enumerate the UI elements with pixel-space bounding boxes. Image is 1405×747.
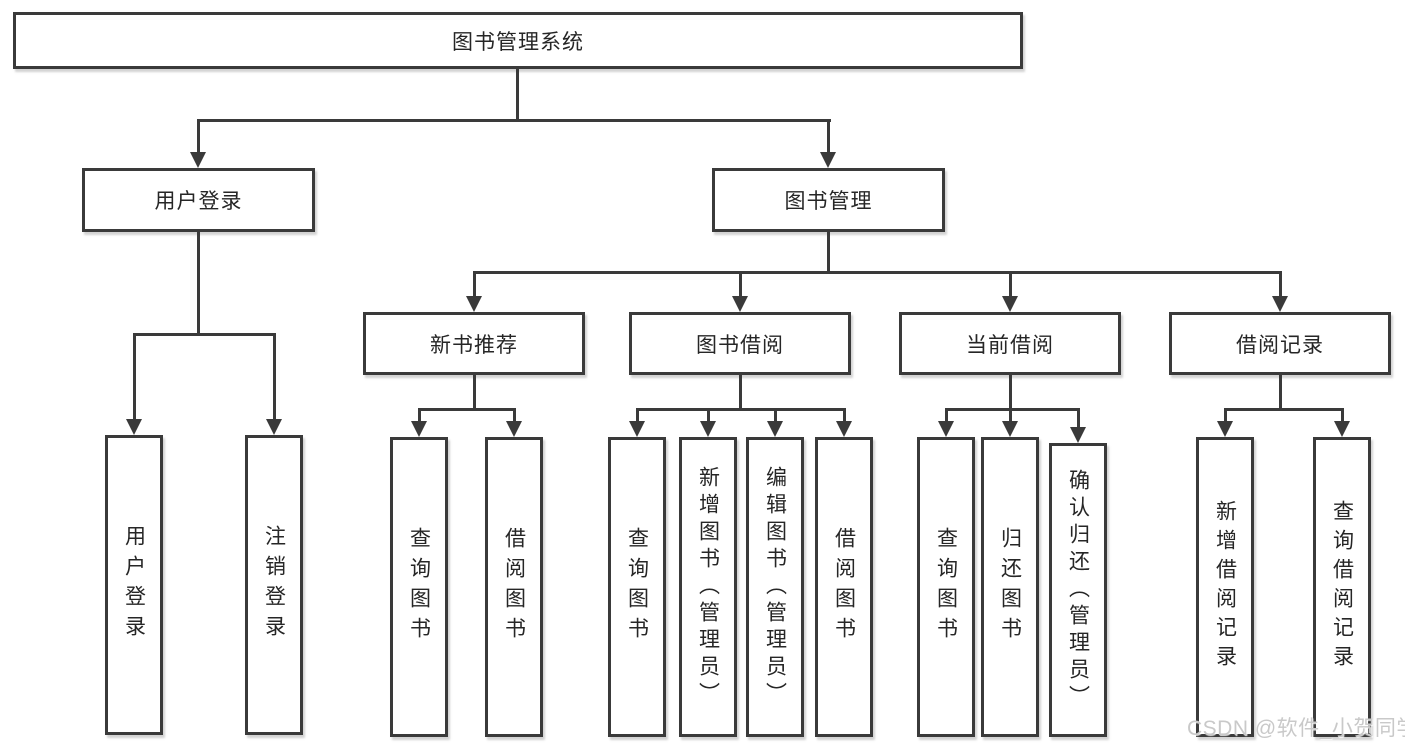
connector-line	[197, 119, 831, 122]
leaf-add-borrow-record-label: 新增借阅记录	[1213, 500, 1237, 674]
node-borrow-record: 借阅记录	[1169, 312, 1391, 375]
connector-line	[1077, 408, 1080, 429]
node-book-borrow-label: 图书借阅	[696, 333, 784, 357]
leaf-user-login-label: 用户登录	[122, 525, 146, 645]
connector-line	[197, 119, 200, 154]
connector-line	[513, 408, 516, 423]
arrow-down-icon	[767, 421, 783, 437]
arrow-down-icon	[266, 419, 282, 435]
node-book-management: 图书管理	[712, 168, 945, 232]
connector-line	[774, 408, 777, 423]
connector-line	[1224, 408, 1344, 411]
connector-line	[739, 375, 742, 409]
leaf-add-book-admin: 新增图书（管理员）	[679, 437, 737, 737]
leaf-query-books-2: 查询图书	[608, 437, 666, 737]
connector-line	[1279, 271, 1282, 298]
leaf-return-book-label: 归还图书	[998, 527, 1022, 647]
node-new-book-recommend-label: 新书推荐	[430, 333, 518, 357]
arrow-down-icon	[1334, 421, 1350, 437]
leaf-borrow-books-2-label: 借阅图书	[832, 527, 856, 647]
arrow-down-icon	[1272, 296, 1288, 312]
arrow-down-icon	[820, 152, 836, 168]
connector-line	[1009, 408, 1012, 423]
connector-line	[636, 408, 845, 411]
arrow-down-icon	[1002, 296, 1018, 312]
leaf-add-borrow-record: 新增借阅记录	[1196, 437, 1254, 737]
node-user-login: 用户登录	[82, 168, 315, 232]
arrow-down-icon	[506, 421, 522, 437]
connector-line	[473, 271, 476, 298]
leaf-confirm-return-admin-label: 确认归还（管理员）	[1066, 468, 1090, 712]
connector-line	[636, 408, 639, 423]
leaf-query-borrow-record: 查询借阅记录	[1313, 437, 1371, 737]
csdn-watermark: CSDN @软件_小贺同学	[1187, 717, 1405, 740]
connector-line	[1009, 375, 1012, 409]
node-new-book-recommend: 新书推荐	[363, 312, 585, 375]
node-book-borrow: 图书借阅	[629, 312, 851, 375]
connector-line	[843, 408, 846, 423]
arrow-down-icon	[700, 421, 716, 437]
leaf-edit-book-admin-label: 编辑图书（管理员）	[763, 465, 787, 709]
leaf-query-books-1: 查询图书	[390, 437, 448, 737]
connector-line	[133, 333, 276, 336]
leaf-edit-book-admin: 编辑图书（管理员）	[746, 437, 804, 737]
arrow-down-icon	[1070, 427, 1086, 443]
connector-line	[516, 67, 519, 120]
connector-line	[1341, 408, 1344, 423]
arrow-down-icon	[732, 296, 748, 312]
arrow-down-icon	[466, 296, 482, 312]
connector-line	[197, 230, 200, 334]
connector-line	[273, 333, 276, 420]
node-book-management-label: 图书管理	[784, 190, 873, 213]
arrow-down-icon	[126, 419, 142, 435]
connector-line	[133, 333, 136, 420]
arrow-down-icon	[629, 421, 645, 437]
leaf-confirm-return-admin: 确认归还（管理员）	[1049, 443, 1107, 737]
leaf-borrow-books-2: 借阅图书	[815, 437, 873, 737]
leaf-query-books-3-label: 查询图书	[934, 527, 958, 647]
arrow-down-icon	[190, 152, 206, 168]
leaf-return-book: 归还图书	[981, 437, 1039, 737]
connector-line	[827, 119, 830, 154]
node-root-system: 图书管理系统	[13, 12, 1023, 69]
leaf-query-books-3: 查询图书	[917, 437, 975, 737]
connector-line	[418, 408, 421, 423]
arrow-down-icon	[836, 421, 852, 437]
connector-line	[418, 408, 516, 411]
leaf-borrow-books-1: 借阅图书	[485, 437, 543, 737]
connector-line	[707, 408, 710, 423]
leaf-query-books-2-label: 查询图书	[625, 527, 649, 647]
connector-line	[1279, 375, 1282, 409]
connector-line	[739, 271, 742, 298]
connector-line	[945, 408, 948, 423]
connector-line	[473, 375, 476, 409]
arrow-down-icon	[411, 421, 427, 437]
leaf-user-login: 用户登录	[105, 435, 163, 735]
connector-line	[473, 271, 1281, 274]
leaf-query-borrow-record-label: 查询借阅记录	[1330, 500, 1354, 674]
connector-line	[827, 232, 830, 273]
node-current-borrow-label: 当前借阅	[966, 333, 1054, 357]
connector-line	[1224, 408, 1227, 423]
leaf-query-books-1-label: 查询图书	[407, 527, 431, 647]
node-current-borrow: 当前借阅	[899, 312, 1121, 375]
node-user-login-label: 用户登录	[154, 190, 243, 213]
node-root-label: 图书管理系统	[452, 30, 584, 54]
leaf-logout: 注销登录	[245, 435, 303, 735]
leaf-add-book-admin-label: 新增图书（管理员）	[696, 465, 720, 709]
leaf-logout-label: 注销登录	[262, 525, 286, 645]
connector-line	[945, 408, 1079, 411]
arrow-down-icon	[1002, 421, 1018, 437]
leaf-borrow-books-1-label: 借阅图书	[502, 527, 526, 647]
node-borrow-record-label: 借阅记录	[1236, 333, 1324, 357]
connector-line	[1009, 271, 1012, 298]
arrow-down-icon	[938, 421, 954, 437]
arrow-down-icon	[1217, 421, 1233, 437]
